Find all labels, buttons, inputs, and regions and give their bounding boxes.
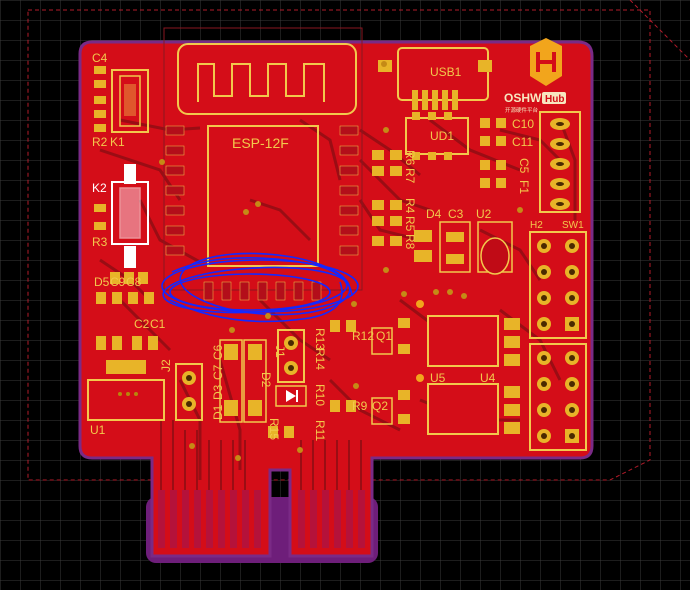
label-r15: R15	[267, 418, 281, 440]
label-c11: C11	[512, 135, 533, 149]
label-c7: C7	[211, 364, 225, 380]
label-d1: D1	[211, 404, 225, 420]
fiducial-2	[416, 374, 424, 382]
label-sw1: SW1	[562, 220, 584, 231]
label-q1: Q1	[376, 329, 392, 343]
label-r4: R4	[403, 198, 417, 214]
label-r6: R6	[403, 150, 417, 166]
label-u4: U4	[480, 371, 496, 385]
silkscreen-labels: C4 R2 K1 K2 R3 D5 C9 C8 C2 C1 J2 U1 D1 D…	[90, 51, 584, 441]
c10-c11-pads	[480, 118, 506, 188]
j1-header[interactable]	[277, 329, 305, 383]
label-c6: C6	[211, 344, 225, 360]
label-c5: C5	[517, 158, 531, 174]
fiducial-1	[416, 300, 424, 308]
brand-oshw: OSHW	[504, 91, 542, 105]
brand-sub: 开源硬件平台	[505, 106, 539, 114]
u5-ic[interactable]	[427, 315, 520, 367]
label-d2: D2	[259, 372, 273, 388]
u1-regulator[interactable]	[87, 360, 165, 421]
label-r3: R3	[92, 235, 108, 249]
left-passive-pads	[94, 66, 158, 350]
label-j1: J1	[273, 345, 287, 358]
label-c1: C1	[150, 317, 166, 331]
uart-header[interactable]	[539, 111, 581, 213]
label-r10: R10	[313, 384, 327, 406]
label-usb1: USB1	[430, 65, 462, 79]
label-u5: U5	[430, 371, 446, 385]
u4-ic[interactable]	[427, 383, 520, 435]
label-c3: C3	[448, 207, 464, 221]
module-shield	[207, 125, 319, 267]
label-u2: U2	[476, 207, 492, 221]
label-d4: D4	[426, 207, 442, 221]
label-c10: C10	[512, 117, 534, 131]
label-r13: R13	[313, 328, 327, 350]
q1-transistor[interactable]	[371, 318, 410, 355]
brand-hub: Hub	[545, 94, 564, 105]
label-r8: R8	[403, 234, 417, 250]
esp12f-module[interactable]: ESP-12F	[163, 27, 363, 301]
label-c4: C4	[92, 51, 108, 65]
c7-c6-caps	[219, 339, 267, 423]
label-c8: C8	[126, 275, 142, 289]
module-pads-right	[339, 125, 359, 256]
label-c9: C9	[110, 275, 126, 289]
button-k1[interactable]	[111, 69, 149, 133]
d2-led-icon	[275, 385, 307, 407]
keepout-corner	[629, 0, 690, 61]
label-f1: F1	[517, 180, 531, 194]
label-q2: Q2	[372, 399, 388, 413]
label-r5: R5	[403, 216, 417, 232]
label-j2: J2	[159, 359, 173, 372]
ud1-chip[interactable]	[405, 112, 469, 160]
vias	[159, 61, 523, 461]
ratsnest-routes	[161, 252, 359, 323]
label-c2: C2	[134, 317, 150, 331]
center-passive-pads	[268, 150, 402, 438]
label-r7: R7	[403, 168, 417, 184]
j2-header[interactable]	[175, 363, 203, 421]
label-ud1: UD1	[430, 129, 454, 143]
antenna-trace-icon	[197, 63, 325, 102]
label-r12: R12	[352, 329, 374, 343]
label-h2: H2	[530, 220, 543, 231]
label-r2: R2	[92, 135, 108, 149]
oshw-hub-logo: OSHW Hub 开源硬件平台	[504, 38, 566, 114]
label-r9: R9	[352, 399, 368, 413]
q2-transistor[interactable]	[371, 390, 410, 425]
label-r11: R11	[313, 420, 327, 441]
module-pads-bottom	[203, 281, 322, 301]
label-k2: K2	[92, 181, 107, 195]
label-r14: R14	[313, 348, 327, 370]
finger-traces	[160, 420, 362, 490]
usb1-connector[interactable]	[378, 47, 492, 110]
module-label: ESP-12F	[232, 135, 289, 151]
label-k1: K1	[110, 135, 125, 149]
label-d5: D5	[94, 275, 110, 289]
d4-c3-u2-area[interactable]	[414, 221, 513, 275]
label-d3: D3	[211, 384, 225, 400]
keepout-outline	[27, 9, 651, 481]
antenna-keepout	[177, 43, 357, 115]
h2-sw1-header[interactable]	[529, 231, 587, 451]
label-u1: U1	[90, 423, 106, 437]
button-k2[interactable]	[111, 164, 149, 268]
gold-fingers	[158, 490, 365, 548]
module-pads-left	[165, 125, 185, 256]
